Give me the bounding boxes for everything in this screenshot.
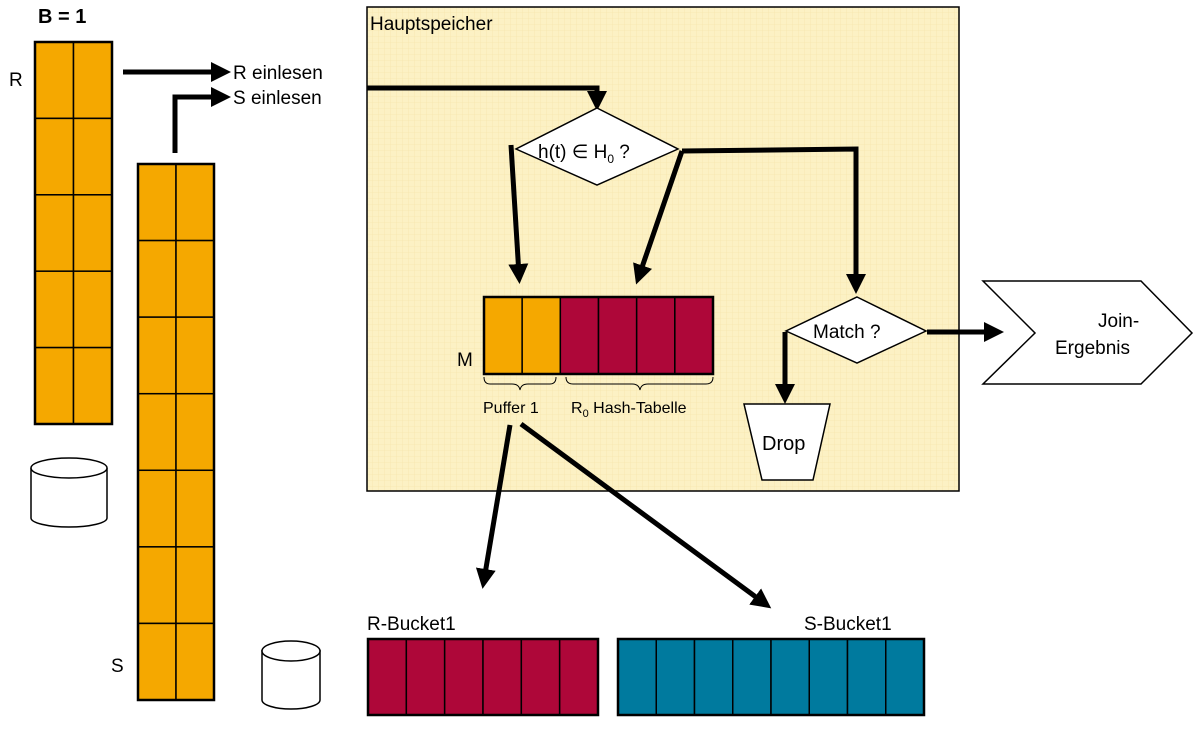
r-bucket-page (443, 638, 484, 716)
r-bucket-page (520, 638, 561, 716)
memory-outline (482, 295, 715, 376)
s-bucket-page (617, 638, 657, 716)
diagram-title: B = 1 (38, 6, 86, 28)
relation-s-page (175, 392, 215, 472)
s-bucket-page (693, 638, 734, 716)
relation-r-page (34, 41, 75, 120)
s-bucket-pages (616, 637, 926, 717)
arrow-read-s (172, 87, 231, 153)
relation-r-page-outline (33, 40, 114, 426)
r-bucket-page (367, 638, 408, 716)
arrow-to-match (681, 146, 866, 294)
relation-s-page (175, 163, 215, 242)
join-result-line2: Ergebnis (1055, 338, 1130, 359)
buffer-page (483, 296, 523, 375)
r-bucket-label: R-Bucket1 (367, 614, 456, 635)
s-bucket-page (885, 638, 925, 716)
relation-r-page (34, 270, 75, 349)
main-memory-title: Hauptspeicher (370, 14, 493, 35)
relation-r-page (72, 346, 113, 425)
relation-s-page (137, 163, 177, 242)
join-result-shape (981, 280, 1194, 385)
relation-r-page (72, 117, 113, 196)
relation-r-page (72, 41, 113, 120)
relation-s-page (175, 316, 215, 395)
arrow-to-s-bucket (519, 421, 772, 609)
s-bucket-page-outline (616, 637, 926, 717)
drop-bin (743, 403, 831, 481)
hash-table-caption: R0 Hash-Tabelle (571, 400, 687, 420)
decision-match-text: Match ? (813, 322, 881, 343)
hash-table-page (635, 296, 676, 375)
s-bucket-label: S-Bucket1 (804, 614, 892, 635)
relation-s-page (137, 546, 177, 625)
relation-r-page (34, 346, 75, 425)
step-read-s: S einlesen (233, 88, 322, 109)
buffer-caption: Puffer 1 (483, 400, 539, 417)
relation-r-pages (33, 40, 114, 426)
relation-s-pages (136, 162, 216, 702)
relation-s-page (175, 622, 215, 701)
main-memory-box (366, 6, 960, 492)
disk-icon (261, 640, 321, 710)
r-bucket-page (482, 638, 523, 716)
drop-label: Drop (762, 433, 805, 455)
relation-r-label: R (9, 70, 23, 91)
hash-table-page (674, 296, 714, 375)
relation-s-page (175, 469, 215, 548)
buffer-brace (483, 376, 557, 391)
relation-s-page (137, 622, 177, 701)
relation-s-page (137, 239, 177, 318)
memory-pages (482, 295, 715, 376)
s-bucket-page (655, 638, 696, 716)
disk-icon (30, 457, 108, 528)
arrow-to-decision (367, 85, 607, 111)
step-read-r: R einlesen (233, 63, 323, 84)
buffer-page (521, 296, 562, 375)
hash-table-brace (565, 376, 714, 391)
relation-s-page (137, 392, 177, 472)
arrow-to-hash-table (633, 150, 685, 285)
s-bucket-page (846, 638, 887, 716)
arrow-to-r-bucket (475, 424, 513, 589)
s-bucket-page (770, 638, 810, 716)
r-bucket-page (405, 638, 446, 716)
s-bucket-page (732, 638, 772, 716)
relation-s-page (137, 316, 177, 395)
relation-r-page (34, 194, 75, 272)
s-bucket-page (808, 638, 849, 716)
arrow-to-buffer (508, 144, 529, 284)
relation-s-page (175, 239, 215, 318)
relation-s-page-outline (136, 162, 216, 702)
decision-hash-text: h(t) ∈ H0 ? (538, 142, 630, 166)
r-bucket-pages (366, 637, 600, 717)
relation-r-page (72, 270, 113, 349)
relation-r-page (34, 117, 75, 196)
relation-s-label: S (111, 656, 124, 677)
r-bucket-page-outline (366, 637, 600, 717)
hash-table-page (559, 296, 600, 375)
hash-table-page (597, 296, 638, 375)
join-result-line1: Join- (1098, 311, 1139, 332)
relation-s-page (175, 546, 215, 625)
decision-match (784, 296, 928, 364)
decision-hash-check (514, 107, 680, 186)
relation-r-page (72, 194, 113, 272)
r-bucket-page (558, 638, 599, 716)
memory-m-label: M (457, 350, 473, 371)
relation-s-page (137, 469, 177, 548)
